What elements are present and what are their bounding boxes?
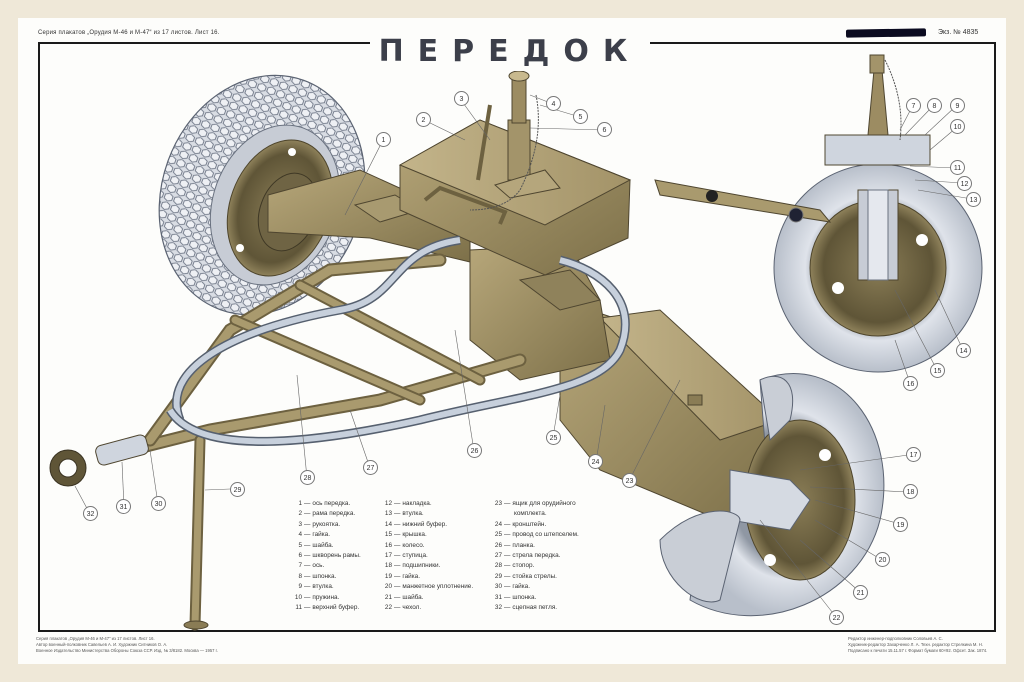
colophon-line: Военное Издательство Министерства Оборон… [36,648,218,653]
legend-item: 31—шпонка. [494,593,537,601]
legend-item: 32—сцепная петля. [494,604,558,612]
lunette-hitch [49,434,149,487]
legend-item: 1—ось передка. [298,500,351,507]
callout-9: 9 [950,98,965,113]
legend-item: 3—рукоятка. [298,520,341,528]
legend-column-1: 1—ось передка. 2—рама передка. 3—рукоятк… [288,499,361,613]
callout-5: 5 [573,109,588,124]
callout-19: 19 [893,517,908,532]
callout-29: 29 [230,482,245,497]
callout-7: 7 [906,98,921,113]
copy-number: Экз. № 4835 [938,29,979,36]
legend-item: 29—стойка стрелы. [494,572,557,580]
callout-30: 30 [151,496,166,511]
legend-item: 16—колесо. [384,541,425,549]
legend-item: 2—рама передка. [298,510,356,518]
poster-title: ПЕРЕДОК [370,33,650,71]
pintle-box [398,70,632,276]
callout-16: 16 [903,376,918,391]
colophon-left: Серия плакатов „Орудия М-46 и М-47“ из 1… [36,636,218,654]
trail-frame [103,253,527,631]
legend-item: 6—шкворень рамы. [298,552,361,560]
legend-item: 5—шайба. [298,541,334,549]
leader-lines [74,94,973,618]
legend-item: 24—кронштейн. [494,520,547,528]
legend-item: 26—планка. [494,541,535,549]
callout-24: 24 [588,454,603,469]
callout-32: 32 [83,506,98,521]
callout-3: 3 [454,91,469,106]
series-header: Серия плакатов „Орудия М-46 и М-47“ из 1… [38,30,220,36]
colophon-line: Художник-редактор Захарченко Л. А. Техн.… [848,642,983,647]
legend-item: 25—провод со штепселем. [494,531,579,539]
callout-22: 22 [829,610,844,625]
callout-28: 28 [300,470,315,485]
callout-15: 15 [930,363,945,378]
detail-wheel-upper [773,54,983,373]
trail-leg-foot [183,620,209,630]
legend-item: 27—стрела передка. [494,552,561,560]
legend-item: 28—стопор. [494,562,535,570]
legend-item: 30—гайка. [494,583,530,591]
callout-31: 31 [116,499,131,514]
legend-item: 22—чехол. [384,604,422,612]
legend-item: 8—шпонка. [298,572,337,580]
callout-18: 18 [903,484,918,499]
legend-item: 17—ступица. [384,552,428,560]
legend-column-2: 12—накладка. 13—втулка. 14—нижний буфер.… [378,499,473,613]
callout-26: 26 [467,443,482,458]
callout-21: 21 [853,585,868,600]
legend-item: 9—втулка. [298,583,334,591]
callout-10: 10 [950,119,965,134]
legend-item: 13—втулка. [384,510,424,518]
callout-17: 17 [906,447,921,462]
callout-2: 2 [416,112,431,127]
cables [166,235,630,446]
callout-6: 6 [597,122,612,137]
callout-20: 20 [875,552,890,567]
callout-13: 13 [966,192,981,207]
detail-wheel-lower [659,373,885,617]
colophon-line: Редактор инженер-подполковник Соловьев А… [848,636,943,641]
legend-item: 19—гайка. [384,572,420,580]
callout-14: 14 [956,343,971,358]
callout-8: 8 [927,98,942,113]
legend-item: 10—пружина. [294,593,340,601]
colophon-line: Серия плакатов „Орудия М-46 и М-47“ из 1… [36,636,155,641]
colophon-right: Редактор инженер-подполковник Соловьев А… [848,636,987,654]
legend-item: 14—нижний буфер. [384,520,447,528]
callout-4: 4 [546,96,561,111]
colophon-line: Подписано к печати 15.11.57 г. Формат бу… [848,648,988,653]
legend-item: 7—ось. [298,562,325,570]
colophon-line: Автор военный-полковник Савельев А. И. Х… [36,642,168,647]
legend-item: 15—крышка. [384,531,427,539]
callout-25: 25 [546,430,561,445]
legend-item: 11—верхний буфер. [295,604,360,612]
legend-item: 4—гайка. [298,531,330,539]
legend-item: 12—накладка. [384,500,432,507]
callout-11: 11 [950,160,965,175]
callout-12: 12 [957,176,972,191]
callout-27: 27 [363,460,378,475]
legend-item: 20—манжетное уплотнение. [384,583,474,591]
legend-item: 18—подшипники. [384,562,441,570]
legend-item: 21—шайба. [384,593,424,601]
callout-1: 1 [376,132,391,147]
drawbar-stub [654,179,832,223]
callout-23: 23 [622,473,637,488]
